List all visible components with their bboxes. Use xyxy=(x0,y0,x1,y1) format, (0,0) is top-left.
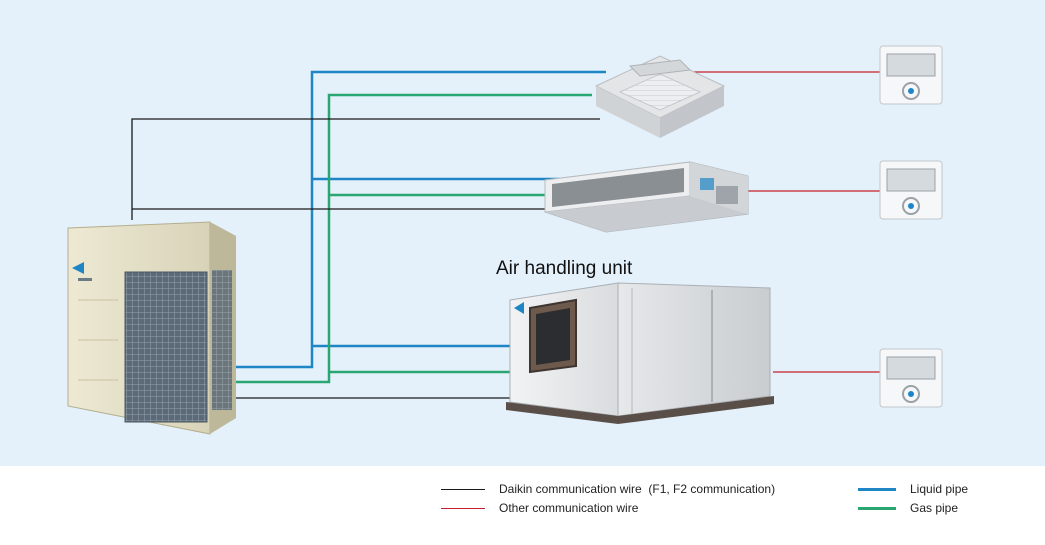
legend-label-other-comm: Other communication wire xyxy=(499,501,639,515)
legend-swatch-liquid xyxy=(858,487,896,491)
ducted-indoor-unit xyxy=(544,161,749,233)
daikin-communication-wires xyxy=(131,118,600,399)
system-diagram-area: Air handling unit xyxy=(0,0,1045,466)
legend-swatch-daikin-comm xyxy=(441,488,485,490)
liquid-pipe-to-cassette xyxy=(233,70,606,369)
system-diagram xyxy=(67,45,943,435)
legend-label-liquid: Liquid pipe xyxy=(910,482,969,496)
remote-controller-1 xyxy=(879,45,943,105)
cassette-indoor-unit xyxy=(594,55,726,138)
daikin-logo-icon xyxy=(514,302,524,314)
legend-gas-pipe: Gas pipe xyxy=(858,501,958,515)
legend-daikin-comm-wire: Daikin communication wire (F1, F2 commun… xyxy=(441,482,775,496)
legend-label-daikin-comm: Daikin communication wire (F1, F2 commun… xyxy=(499,482,776,496)
gas-pipe-to-cassette xyxy=(233,93,592,384)
daikin-logo-icon xyxy=(72,262,84,274)
legend-liquid-pipe: Liquid pipe xyxy=(858,482,968,496)
outdoor-unit xyxy=(67,221,236,435)
other-communication-wires xyxy=(692,71,880,373)
remote-controller-3 xyxy=(879,348,943,408)
legend-label-gas: Gas pipe xyxy=(910,501,959,515)
air-handling-unit xyxy=(506,282,774,424)
legend-other-comm-wire: Other communication wire xyxy=(441,501,638,515)
legend-swatch-other-comm xyxy=(441,507,485,509)
air-handling-unit-label: Air handling unit xyxy=(496,258,633,279)
liquid-pipe-lines xyxy=(233,70,606,369)
gas-pipe-lines xyxy=(233,93,592,384)
legend-swatch-gas xyxy=(858,506,896,510)
comm-wire-to-cassette xyxy=(131,118,600,220)
remote-controller-2 xyxy=(879,160,943,220)
